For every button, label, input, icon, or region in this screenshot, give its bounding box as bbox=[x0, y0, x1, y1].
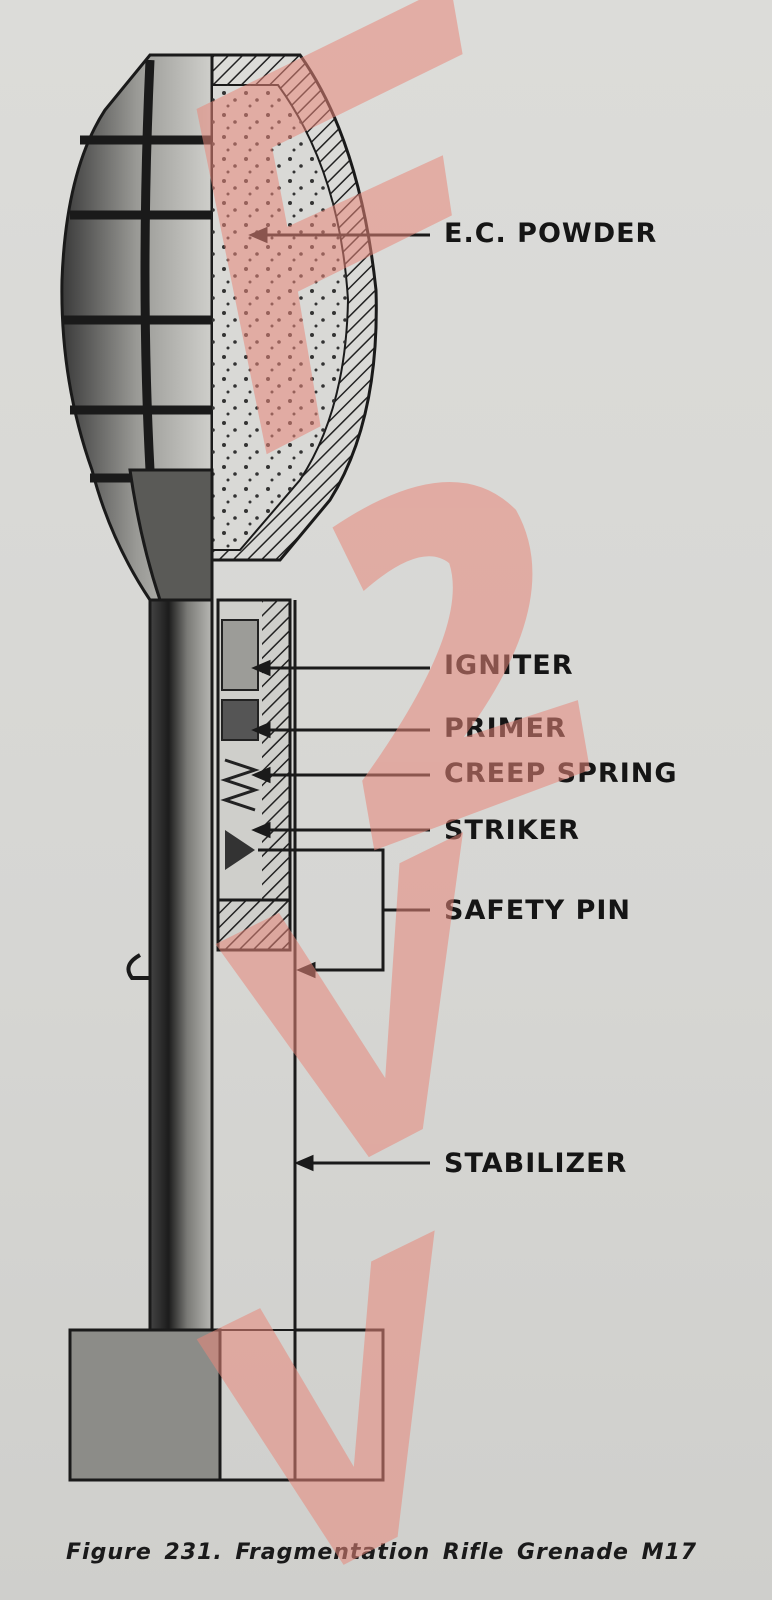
clip-icon bbox=[126, 953, 150, 980]
grenade-body-exterior bbox=[60, 53, 214, 602]
figure-caption: Figure 231. Fragmentation Rifle Grenade … bbox=[66, 1540, 698, 1565]
label-igniter: IGNITER bbox=[444, 650, 574, 681]
label-striker: STRIKER bbox=[444, 815, 580, 846]
grenade-body-cutaway bbox=[210, 53, 378, 562]
label-creep-spring: CREEP SPRING bbox=[444, 758, 678, 789]
label-ec-powder: E.C. POWDER bbox=[444, 218, 658, 249]
label-safety-pin: SAFETY PIN bbox=[444, 895, 632, 926]
stabilizer-tube bbox=[148, 598, 214, 1332]
label-stabilizer: STABILIZER bbox=[444, 1148, 628, 1179]
label-primer: PRIMER bbox=[444, 713, 567, 744]
tail-fin bbox=[68, 1328, 385, 1482]
